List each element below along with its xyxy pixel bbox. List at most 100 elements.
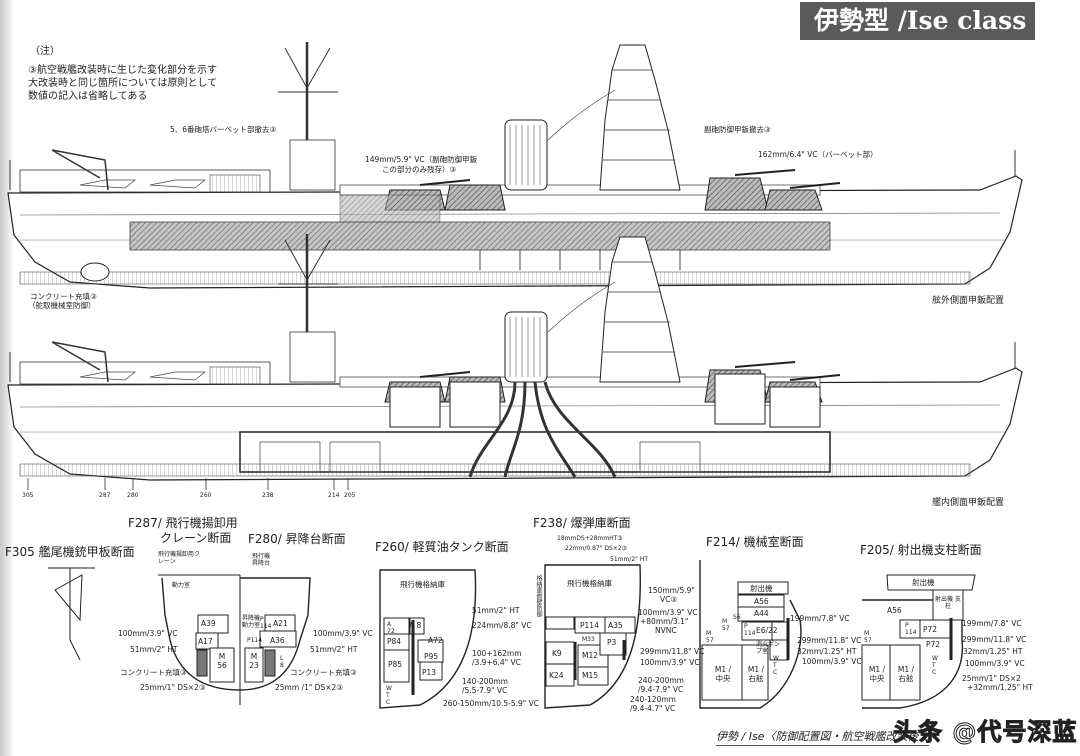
annotation-100mm: 100mm/3.9" VC xyxy=(965,659,1025,668)
annotation-barbette-removed: 5、6番砲塔バーベット部撤去③ xyxy=(170,125,277,134)
compartment-p114: P114 xyxy=(580,621,599,630)
compartment-a39: A39 xyxy=(201,619,216,628)
annotation-51mm: 51mm/2" HT xyxy=(472,606,520,615)
compartment-a72: A72 xyxy=(428,636,443,645)
compartment-a72: A 72 xyxy=(387,621,395,635)
label-fire-pump-room: 消火ポンプ室 xyxy=(756,641,781,655)
frame-number: 305 xyxy=(22,492,34,499)
annotation-51mm: 51mm/2" HT xyxy=(610,556,649,563)
compartment-m23: M 23 xyxy=(249,652,259,670)
annotation-100mm: 100mm/3.9" VC xyxy=(313,629,373,638)
annotation-18mm: 18mmDS+28mmHT③ xyxy=(557,535,623,542)
annotation-299mm: 299mm/11.8" VC xyxy=(640,647,705,656)
notes-heading: （注） xyxy=(30,46,60,57)
label-catapult: 射出機 xyxy=(912,578,935,587)
watermark: 头条 @代号深蓝 xyxy=(892,718,1078,747)
label-hangar: 飛行機格納庫 xyxy=(567,579,612,588)
section-title-f287: クレーン断面 xyxy=(160,531,232,545)
frame-number: 287 xyxy=(99,492,111,499)
annotation-concrete: コンクリート充填③ xyxy=(30,292,97,301)
compartment-m1-center: M1 / 中央 xyxy=(714,665,732,683)
compartment-m57: M 57 xyxy=(706,630,714,644)
compartment-a17: A17 xyxy=(198,637,213,646)
compartment-m57: M 57 xyxy=(864,630,872,644)
compartment-m56: M 56 xyxy=(217,652,227,670)
annotation-140-200mm: 140-200mm xyxy=(462,677,508,686)
frame-number: 238 xyxy=(262,492,274,499)
section-title-f205: F205/ 射出機支柱断面 xyxy=(860,543,982,557)
internal-armor-profile xyxy=(6,232,1024,482)
label-hangar: 飛行機格納庫 xyxy=(400,580,445,589)
annotation-secondary-removed: 副砲防御甲鈑撤去③ xyxy=(704,125,771,134)
compartment-m1-starboard: M1 / 右舷 xyxy=(897,665,915,683)
annotation-51mm: 51mm/2" HT xyxy=(310,645,358,654)
annotation-224mm: 224mm/8.8" VC xyxy=(472,621,532,630)
compartment-m12: M12 xyxy=(582,651,599,660)
annotation-199mm: 199mm/7.8" VC xyxy=(790,614,850,623)
annotation-100-80mm: 100mm/3.9" VC xyxy=(638,608,698,617)
annotation-100mm: 100mm/3.9" VC xyxy=(802,657,862,666)
compartment-p114: P 114 xyxy=(260,616,272,630)
annotation-100-162mm: 100+162mm xyxy=(472,649,522,658)
compartment-a44: A44 xyxy=(754,609,769,618)
annotation-149mm: この部分のみ残存）③ xyxy=(382,165,457,174)
annotation-32mm: 32mm/1.25" HT xyxy=(963,647,1023,656)
annotation-240-120mm: /9.4-4.7" VC xyxy=(630,704,676,713)
annotation-100mm: 100mm/3.9" VC xyxy=(118,629,178,638)
frame-number: 280 xyxy=(127,492,139,499)
section-title-f280: F280/ 昇降台断面 xyxy=(248,532,346,546)
annotation-25-32mm: 25mm/1" DS×2 xyxy=(962,674,1021,683)
frame-number: 260 xyxy=(200,492,212,499)
annotation-260-150mm: 260-150mm/10.5-5.9" VC xyxy=(443,699,540,708)
profile-label-external: 舷外側面甲鈑配置 xyxy=(932,296,1005,306)
notes-line: 数値の記入は省略してある xyxy=(28,91,148,102)
annotation-25-32mm: +32mm/1.25" HT xyxy=(967,683,1033,692)
compartment-wtc: W T C xyxy=(386,685,392,706)
annotation-140-200mm: /5.5-7.9" VC xyxy=(462,686,508,695)
external-armor-profile xyxy=(6,40,1024,290)
section-title-f287: F287/ 飛行機揚卸用 xyxy=(128,516,238,530)
annotation-concrete: コンクリート充填③ xyxy=(290,668,357,677)
annotation-299mm: 299mm/11.8" VC xyxy=(962,635,1027,644)
annotation-100-80mm: +80mm/3.1" xyxy=(640,617,689,626)
compartment-s6: S6 xyxy=(733,614,741,621)
compartment-a56: A56 xyxy=(754,597,769,606)
compartment-p114: P 114 xyxy=(744,623,756,637)
annotation-240-200mm: /9.4-7.9" VC xyxy=(638,685,684,694)
notes-line: 大改装時と同じ箇所については原則として xyxy=(28,78,218,89)
page-title: 伊勢型 /Ise class xyxy=(800,2,1035,40)
label-catapult-support: 射出機 支柱 xyxy=(935,596,961,610)
annotation-100-162mm: /3.9+6.4" VC xyxy=(472,658,521,667)
compartment-a35: A35 xyxy=(608,621,623,630)
annotation-150mm: 150mm/5.9" xyxy=(648,586,695,595)
compartment-m15: M15 xyxy=(582,671,599,680)
section-title-f305: F305 艦尾機銃甲板断面 xyxy=(5,545,135,559)
annotation-149mm: 149mm/5.9" VC（副砲防御甲鈑 xyxy=(365,155,478,164)
annotation-150mm: VC③ xyxy=(660,595,678,604)
compartment-m1-starboard: M1 / 右舷 xyxy=(747,665,765,683)
compartment-e6-22: E6/22 xyxy=(756,626,778,635)
section-title-f260: F260/ 軽質油タンク断面 xyxy=(375,540,509,554)
compartment-p72: P72 xyxy=(923,625,938,634)
compartment-p85: P85 xyxy=(388,660,403,669)
label-lift-room: 昇降機動力室 xyxy=(242,615,261,629)
compartment-m33: M33 xyxy=(582,636,595,643)
label-motor-room: 動力室 xyxy=(172,582,191,589)
annotation-22mm: 22mm/0.87" DS×2③ xyxy=(565,545,628,552)
compartment-a36: A36 xyxy=(270,636,285,645)
compartment-k9: K9 xyxy=(552,649,562,658)
label-crane: 飛行機揚卸用クレーン xyxy=(158,551,201,565)
compartment-a8: A 8 xyxy=(409,621,422,630)
compartment-m57: M 57 xyxy=(722,618,730,632)
annotation-25mm: 25mm/1" DS×2③ xyxy=(140,683,206,692)
figure-caption: 伊勢 / Ise〈防御配置図・航空戦艦改装後〉 xyxy=(716,728,930,746)
compartment-m1-center: M1 / 中央 xyxy=(868,665,886,683)
compartment-p84: P84 xyxy=(387,637,402,646)
compartment-p114: P 114 xyxy=(905,622,917,636)
compartment-p3: P3 xyxy=(607,638,617,647)
compartment-k24: K24 xyxy=(549,671,564,680)
annotation-299mm: 299mm/11.8" VC xyxy=(797,636,862,645)
compartment-l8: L 8 xyxy=(280,655,284,669)
annotation-25mm: 25mm /1" DS×2③ xyxy=(275,683,343,692)
annotation-concrete: コンクリート充填③ xyxy=(120,668,187,677)
